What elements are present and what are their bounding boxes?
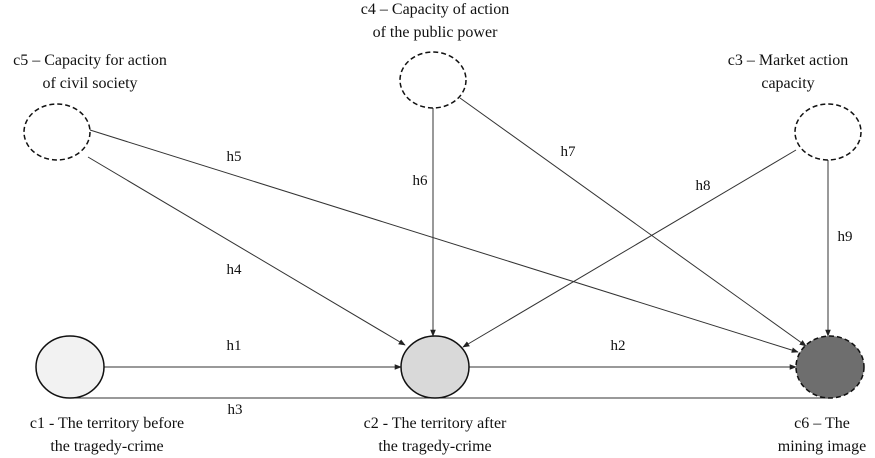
edge-label-h6: h6 <box>413 173 429 189</box>
edge-label-h2: h2 <box>611 338 626 354</box>
node-c2: c2 - The territory after the tragedy-crim… <box>364 335 507 455</box>
node-c6: c6 – The mining image <box>778 335 866 455</box>
edge-label-h3: h3 <box>228 402 243 418</box>
edge-h1: h1 <box>104 338 402 370</box>
edge-h5: h5 <box>89 129 799 353</box>
node-c5: c5 – Capacity for action of civil society <box>13 52 167 161</box>
edge-h4: h4 <box>87 156 406 346</box>
edge-line-h4 <box>87 156 406 346</box>
edge-h3: h3 <box>70 397 830 418</box>
edge-line-h5 <box>89 129 799 353</box>
edge-line-h8 <box>462 149 797 348</box>
node-label-c1-line-2: the tragedy-crime <box>50 438 163 455</box>
edge-label-h7: h7 <box>561 144 577 160</box>
edge-label-h5: h5 <box>227 149 242 165</box>
edge-h9: h9 <box>825 160 853 337</box>
node-label-c6-line-1: c6 – The <box>794 415 850 432</box>
node-label-c2-line-1: c2 - The territory after <box>364 415 507 432</box>
node-label-c3-line-1: c3 – Market action <box>728 52 848 69</box>
node-circle-c4 <box>399 51 467 109</box>
node-c4: c4 – Capacity of action of the public pow… <box>361 1 509 109</box>
edge-label-h8: h8 <box>696 178 711 194</box>
edges-layer: h1 h2 h3 h4 h5 h6 h7 h8 h9 <box>70 97 853 418</box>
node-circle-c3 <box>794 103 862 161</box>
edge-h6: h6 <box>413 108 436 337</box>
edge-label-h1: h1 <box>227 338 242 354</box>
node-circle-c5 <box>23 103 91 161</box>
node-label-c4-line-2: of the public power <box>373 24 499 41</box>
node-label-c6-line-2: mining image <box>778 438 866 455</box>
node-c1: c1 - The territory before the tragedy-cri… <box>30 335 184 455</box>
nodes-layer: c1 - The territory before the tragedy-cri… <box>13 1 866 455</box>
edge-h7: h7 <box>459 97 807 347</box>
node-circle-c2 <box>400 335 470 399</box>
node-label-c5-line-2: of civil society <box>42 75 137 92</box>
node-label-c1-line-1: c1 - The territory before <box>30 415 184 432</box>
node-circle-c6 <box>795 335 865 399</box>
edge-label-h4: h4 <box>227 262 243 278</box>
node-label-c4-line-1: c4 – Capacity of action <box>361 1 509 18</box>
node-circle-c1 <box>35 335 105 399</box>
edge-line-h7 <box>459 97 807 347</box>
node-label-c2-line-2: the tragedy-crime <box>378 438 491 455</box>
edge-h8: h8 <box>462 149 797 348</box>
node-label-c3-line-2: capacity <box>761 75 814 92</box>
node-c3: c3 – Market action capacity <box>728 52 862 161</box>
edge-h2: h2 <box>469 338 797 370</box>
edge-label-h9: h9 <box>838 229 853 245</box>
node-label-c5-line-1: c5 – Capacity for action <box>13 52 167 69</box>
